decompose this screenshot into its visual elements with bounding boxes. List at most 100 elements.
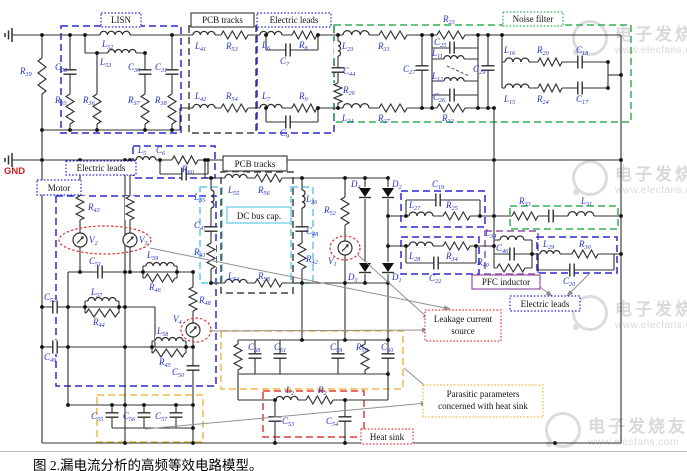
component-label: R2 xyxy=(317,385,327,397)
electric-leads-right-box xyxy=(536,236,618,274)
component-label: C47 xyxy=(194,220,207,232)
symbol-stroke xyxy=(296,242,308,270)
component-label: R48 xyxy=(198,295,212,307)
junction-dot xyxy=(40,33,44,37)
component-label: C54 xyxy=(326,416,338,428)
component-label: R37 xyxy=(127,95,141,107)
symbol-stroke xyxy=(539,250,561,255)
component-label: R25 xyxy=(445,200,458,212)
symbol-stroke xyxy=(224,173,248,179)
component-label: C59 xyxy=(330,342,342,354)
symbol-stroke xyxy=(378,102,408,114)
diode-symbol xyxy=(382,188,394,197)
component-label: R31 xyxy=(377,41,390,53)
symbol-stroke xyxy=(99,30,131,36)
junction-dot xyxy=(553,441,557,445)
symbol-stroke xyxy=(339,196,351,226)
junction-dot xyxy=(343,176,347,180)
symbol-stroke xyxy=(224,278,248,284)
junction-dot xyxy=(500,33,504,37)
symbol-stroke xyxy=(567,211,595,217)
component-label: C9 xyxy=(280,128,289,140)
callout-arrow xyxy=(208,327,429,333)
junction-dot xyxy=(619,158,623,162)
svg-text:Noise filter: Noise filter xyxy=(513,14,554,24)
junction-dot xyxy=(191,403,195,407)
junction-dot xyxy=(95,128,99,132)
component-label: C31 xyxy=(155,62,167,74)
junction-dot xyxy=(363,281,367,285)
component-label: V1 xyxy=(328,256,337,268)
junction-dots xyxy=(40,33,623,445)
components xyxy=(4,28,599,422)
component-label: V3 xyxy=(139,235,148,247)
component-label: L11 xyxy=(431,48,443,60)
component-label: C17 xyxy=(576,94,589,106)
junction-dot xyxy=(191,345,195,349)
component-label: C18 xyxy=(576,45,589,57)
component-label: C19 xyxy=(432,179,444,191)
symbol-stroke xyxy=(291,102,318,114)
component-label: L15 xyxy=(503,94,515,106)
component-label: R56 xyxy=(257,185,271,197)
component-label: L53 xyxy=(99,57,111,69)
symbol-stroke xyxy=(145,261,175,267)
component-label: L29 xyxy=(542,239,554,251)
junction-dot xyxy=(206,158,210,162)
figure-caption: 图 2.漏电流分析的高频等效电路模型。 xyxy=(0,451,687,471)
component-label: C46 xyxy=(496,243,509,255)
component-label: L42 xyxy=(194,91,206,103)
component-label: D2 xyxy=(391,179,402,191)
component-label: L54 xyxy=(227,271,239,283)
component-label: L36 xyxy=(305,194,318,206)
junction-dot xyxy=(273,398,277,402)
elecfans-logo-icon xyxy=(572,20,608,56)
elecfans-logo-icon xyxy=(545,412,581,448)
symbol-stroke xyxy=(91,93,103,125)
junction-dot xyxy=(343,338,347,342)
symbol-stroke xyxy=(166,93,178,125)
diode-symbol xyxy=(359,188,371,197)
symbol-stroke xyxy=(135,156,157,161)
component-label: D1 xyxy=(391,272,402,284)
junction-dot xyxy=(430,106,434,110)
component-label: R60 xyxy=(181,164,195,176)
junction-dot xyxy=(123,270,127,274)
component-label: D3 xyxy=(347,272,358,284)
symbol-stroke xyxy=(254,172,283,184)
junction-dot xyxy=(386,244,390,248)
component-label: L55 xyxy=(227,185,239,197)
component-label: C44 xyxy=(343,66,355,78)
junction-dot xyxy=(209,281,213,285)
snubber-top-box xyxy=(400,190,486,228)
svg-text:Heat sink: Heat sink xyxy=(370,432,405,442)
component-label: R34 xyxy=(445,251,458,263)
symbol-stroke xyxy=(342,103,370,109)
component-label: C51 xyxy=(89,256,101,268)
component-label: C27 xyxy=(403,64,416,76)
callout-arrow xyxy=(566,272,591,297)
noise-filter-box xyxy=(333,24,632,123)
component-label: R9 xyxy=(298,91,308,103)
junction-dot xyxy=(123,345,127,349)
component-label: C52 xyxy=(44,292,56,304)
component-label: R35 xyxy=(54,95,67,107)
component-label: L34 xyxy=(484,228,496,240)
component-label: R8 xyxy=(298,40,309,52)
source-highlight-ellipse xyxy=(329,235,361,261)
symbol-stroke xyxy=(37,57,47,95)
junction-dot xyxy=(404,214,408,218)
svg-text:Parasitic parameters: Parasitic parameters xyxy=(447,389,520,399)
junction-dot xyxy=(191,441,195,445)
pcb-tracks-mid-box xyxy=(220,171,294,294)
symbol-stroke xyxy=(189,327,196,334)
component-label: L52 xyxy=(101,39,113,51)
symbol-stroke xyxy=(192,30,216,36)
callout-arrow xyxy=(144,400,428,430)
component-label: V4 xyxy=(173,314,182,326)
svg-text:PFC inductor: PFC inductor xyxy=(482,277,530,287)
symbol-stroke xyxy=(496,262,526,274)
